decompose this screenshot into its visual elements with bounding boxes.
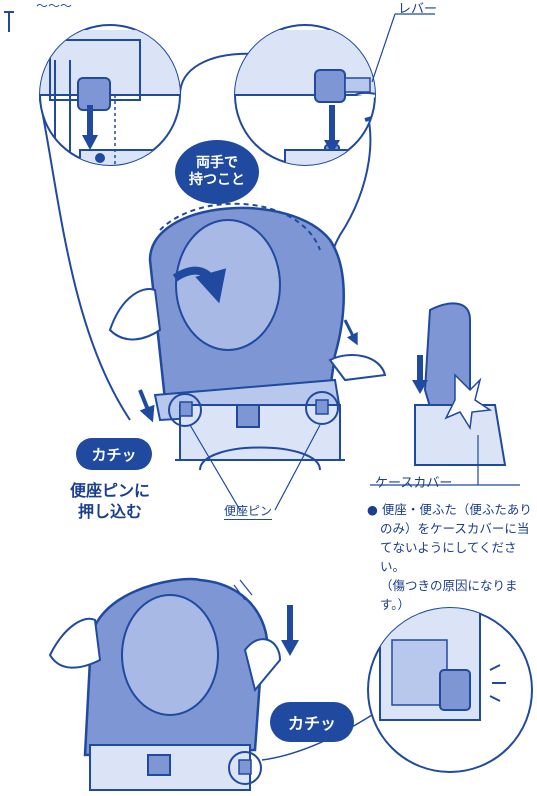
click-badge-bottom: カチッ: [270, 702, 354, 742]
lever-label: レバー: [398, 2, 438, 17]
caution-bullet: ●: [367, 502, 378, 517]
seat-lid-bottom: [48, 577, 299, 791]
caution-line-3: てないようにしてください。: [380, 540, 517, 574]
lever-leader-line: [371, 13, 435, 83]
seat-pin-leader: [189, 424, 321, 511]
case-cover-label: ケースカバー: [375, 476, 453, 491]
seat-lid-middle: [108, 202, 387, 471]
caution-line-2: のみ）をケースカバーに当: [380, 521, 530, 536]
case-cover-side-view: [370, 302, 520, 486]
right-detail-circle: [234, 24, 376, 166]
hold-line-1: 両手で: [196, 155, 238, 171]
click-badge-top: カチッ: [76, 438, 152, 470]
seat-pin-label: 便座ピン: [224, 504, 273, 520]
push-into-pin-label: 便座ピンに 押し込む: [70, 480, 150, 522]
push-line-1: 便座ピンに: [70, 481, 151, 500]
caution-note: ● 便座・便ふた（便ふたあり のみ）をケースカバーに当 てないようにしてください…: [367, 500, 537, 614]
hold-line-2: 持つこと: [189, 172, 245, 188]
caution-text-1: 便座・便ふた（便ふたあり: [381, 502, 532, 517]
left-detail-circle: [39, 24, 181, 166]
svg-text:〜〜〜: 〜〜〜: [36, 0, 72, 13]
hold-both-hands-badge: 両手で 持つこと: [175, 140, 259, 204]
bottom-right-detail-circle: [367, 607, 533, 773]
caution-line-1: ● 便座・便ふた（便ふたあり: [367, 500, 537, 519]
push-line-2: 押し込む: [78, 502, 143, 521]
caution-line-4: （傷つきの原因になります。）: [380, 578, 518, 612]
heading-fragment: 〜〜〜: [4, 0, 72, 32]
zoom-connector: [261, 714, 373, 761]
